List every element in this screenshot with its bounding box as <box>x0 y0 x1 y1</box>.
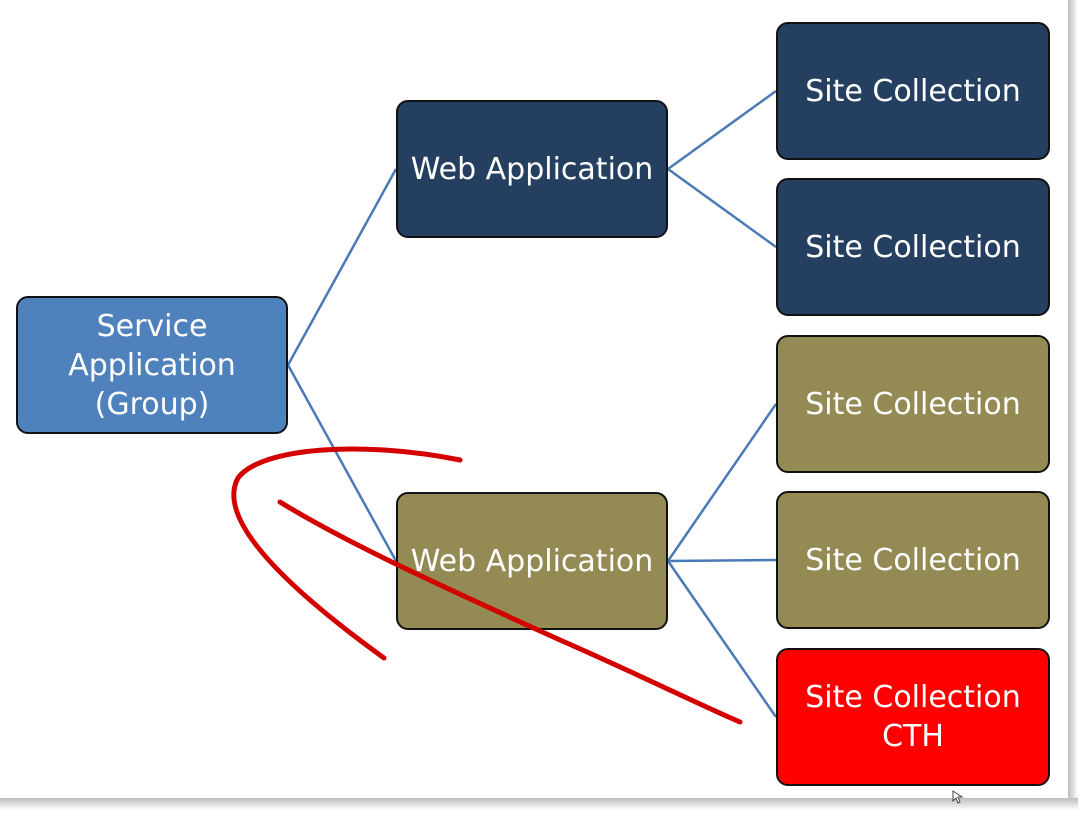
connector-service-web2 <box>286 364 398 562</box>
annotation-line-stroke <box>277 499 743 725</box>
site-collection-node-3: Site Collection <box>776 335 1050 473</box>
slide-shadow-bottom <box>0 798 1078 810</box>
connector-web2-sc4 <box>667 558 777 563</box>
connector-service-web1 <box>286 168 398 366</box>
web-application-node-2: Web Application <box>396 492 668 630</box>
service-application-node: Service Application (Group) <box>16 296 288 434</box>
slide-shadow-right <box>1068 0 1078 808</box>
connector-web2-sc3 <box>666 403 778 562</box>
site-collection-cth-node: Site Collection CTH <box>776 648 1050 786</box>
annotation-arc-stroke <box>231 446 463 661</box>
web-application-node-1: Web Application <box>396 100 668 238</box>
connector-web1-sc1 <box>667 89 777 171</box>
site-collection-node-4: Site Collection <box>776 491 1050 629</box>
connector-web1-sc2 <box>667 167 777 249</box>
site-collection-node-2: Site Collection <box>776 178 1050 316</box>
site-collection-node-1: Site Collection <box>776 22 1050 160</box>
connector-web2-sc5 <box>666 560 778 718</box>
mouse-pointer-icon <box>952 790 964 804</box>
